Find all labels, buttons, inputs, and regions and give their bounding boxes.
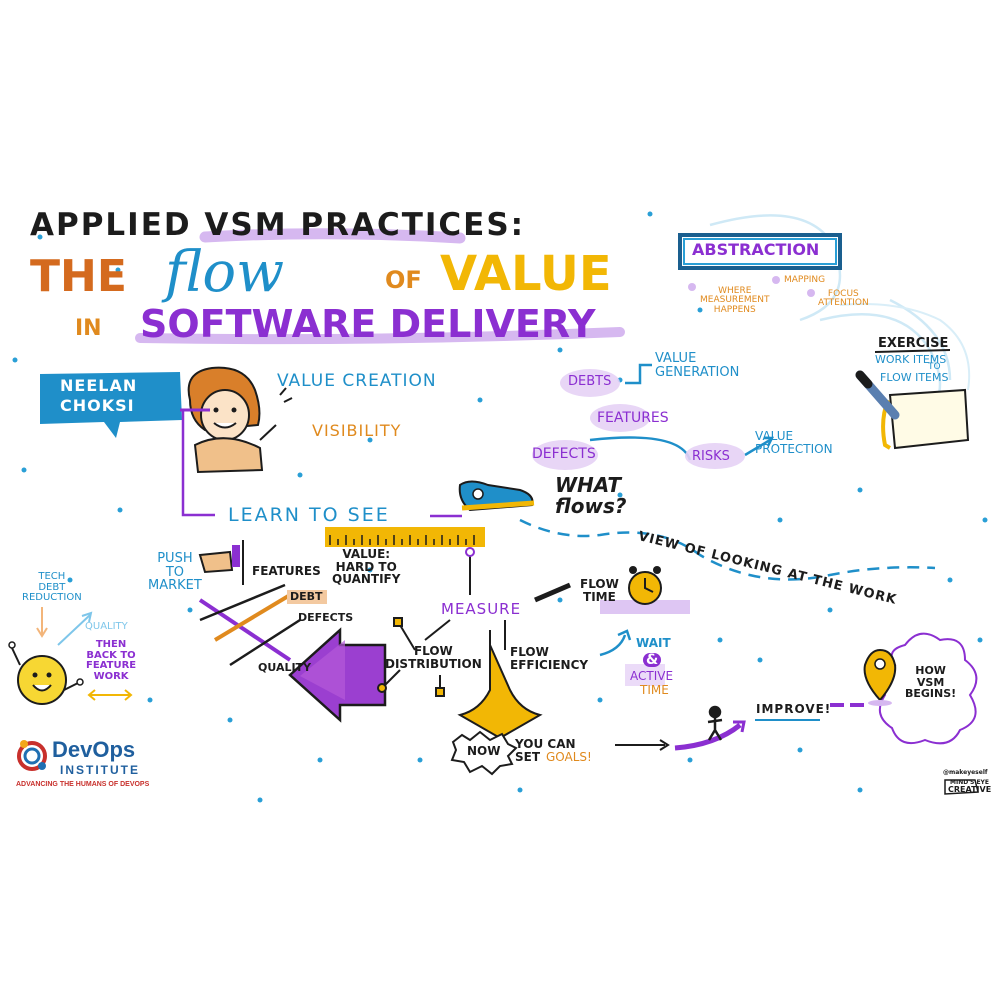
features: FEATURES: [597, 410, 669, 426]
ruler-icon: [325, 527, 485, 547]
flow-distribution: FLOW DISTRIBUTION: [385, 644, 482, 671]
logo-name: DevOps: [52, 737, 136, 762]
exercise-line-1: WORK ITEMS: [875, 353, 947, 366]
now-burst: [450, 730, 518, 776]
title-of: OF: [385, 266, 422, 294]
value-generation: VALUE GENERATION: [655, 351, 740, 380]
abstraction-bullets: [688, 276, 815, 297]
defects-small: DEFECTS: [298, 611, 354, 624]
defects: DEFECTS: [532, 446, 596, 462]
title-in: IN: [75, 316, 102, 341]
tradeoff-arrows: [198, 583, 301, 667]
person-icon: [707, 705, 723, 741]
smiley-character: [8, 641, 84, 705]
learn-to-see: LEARN TO SEE: [228, 504, 390, 526]
quality-left: QUALITY: [85, 621, 128, 632]
credit-handle: @makeyeself: [943, 769, 988, 776]
subtitle-highlight: [135, 327, 625, 345]
title-highlight: [199, 228, 466, 244]
abstraction-label: ABSTRACTION: [692, 240, 820, 259]
pointing-hand-icon: [198, 540, 244, 585]
goals: GOALS!: [546, 750, 592, 764]
tech-debt-reduction: TECH DEBT REDUCTION: [22, 571, 82, 603]
wait: WAIT: [636, 636, 671, 650]
time: TIME: [640, 683, 669, 697]
you-can-set: YOU CAN SET: [515, 737, 576, 764]
flow-time: FLOW TIME: [580, 577, 619, 604]
speaker-name-2: CHOKSI: [60, 396, 135, 415]
concept-blobs: [532, 369, 745, 470]
risks: RISKS: [692, 449, 730, 464]
measure: MEASURE: [441, 600, 522, 618]
view-dashed-line: [519, 518, 936, 581]
quality: QUALITY: [258, 661, 312, 674]
value-hard-to-quantify: VALUE: HARD TO QUANTIFY: [332, 547, 401, 587]
title-flow: flow: [165, 240, 284, 305]
mapping-label: MAPPING: [784, 275, 826, 285]
how-vsm-begins: HOW VSM BEGINS!: [905, 664, 957, 701]
abstraction-box: [678, 233, 842, 270]
logo-sub: INSTITUTE: [60, 763, 140, 777]
flow-efficiency: FLOW EFFICIENCY: [510, 645, 589, 672]
learn-to-see-connector: [181, 410, 215, 517]
title-value: VALUE: [440, 246, 612, 302]
improve: IMPROVE!: [756, 702, 832, 716]
exercise-line-2: FLOW ITEMS: [880, 371, 949, 384]
now: NOW: [467, 744, 501, 758]
what-flows: WHAT flows?: [555, 473, 627, 518]
where-measurement: WHERE MEASUREMENT HAPPENS: [700, 286, 770, 315]
title-the: THE: [30, 251, 127, 302]
then-back-to-feature-work: THEN BACK TO FEATURE WORK: [86, 639, 137, 682]
exercise-to: TO: [928, 362, 941, 372]
clock-icon: [600, 566, 690, 614]
speaker-banner: [40, 372, 182, 438]
speaker-illustration: [180, 366, 293, 474]
exercise-title: EXERCISE: [878, 336, 949, 351]
debt: DEBT: [290, 590, 323, 603]
devops-logo-icon: [17, 740, 47, 771]
focus-attention: FOCUS ATTENTION: [818, 289, 869, 309]
pen-icon: [855, 370, 900, 420]
logo-tagline: ADVANCING THE HUMANS OF DEVOPS: [16, 781, 150, 788]
features-small: FEATURES: [252, 564, 321, 578]
ampersand: &: [643, 653, 662, 667]
credit-line-2: CREATIVE: [948, 785, 992, 794]
credit-line-1: MIND'S EYE: [950, 779, 989, 786]
title-software-delivery: SOFTWARE DELIVERY: [140, 302, 596, 346]
value-protection: VALUE PROTECTION: [755, 429, 833, 456]
shoe-icon: [458, 480, 535, 512]
title-line-1: APPLIED VSM PRACTICES:: [30, 207, 526, 243]
speaker-name-1: NEELAN: [60, 376, 138, 395]
active: ACTIVE: [630, 669, 674, 683]
cloud-shape: [878, 632, 978, 745]
push-to-market: PUSH TO MARKET: [148, 551, 202, 594]
visibility: VISIBILITY: [312, 421, 402, 440]
location-pin-icon: [863, 648, 897, 706]
value-creation: VALUE CREATION: [277, 371, 437, 391]
debts: DEBTS: [568, 374, 612, 389]
distribution-pins: [377, 617, 445, 697]
